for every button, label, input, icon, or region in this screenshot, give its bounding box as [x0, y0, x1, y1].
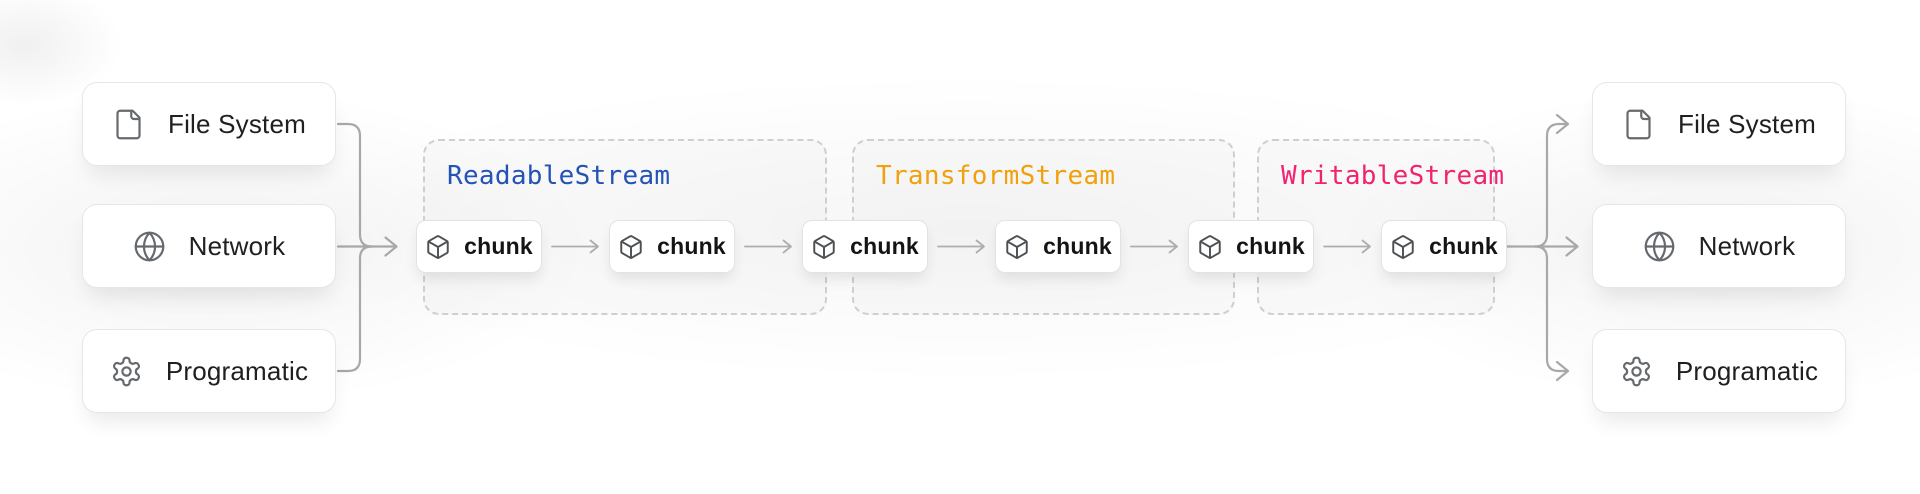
source-label: Network [188, 230, 286, 261]
destination-programatic: Programatic [1592, 329, 1846, 413]
source-label: Programatic [165, 355, 309, 386]
file-icon [112, 108, 145, 141]
cube-icon [1004, 234, 1030, 260]
chunk-label: chunk [1236, 233, 1305, 259]
source-network: Network [82, 204, 336, 288]
file-icon [1622, 108, 1655, 141]
arrowhead-icon [1555, 360, 1570, 382]
transform-stream-container: TransformStream [852, 139, 1235, 315]
destination-network: Network [1592, 204, 1846, 288]
source-merge-arrows [336, 122, 398, 373]
arrowhead-icon [1565, 236, 1579, 257]
chunk-box-1: chunk [416, 220, 542, 273]
chunk-box-5: chunk [1188, 220, 1314, 273]
writable-stream-label: WritableStream [1281, 161, 1505, 191]
cube-icon [425, 234, 451, 260]
gear-icon [110, 355, 143, 388]
readable-stream-label: ReadableStream [447, 161, 671, 191]
chunk-label: chunk [1043, 233, 1112, 259]
destination-split-arrows [1505, 113, 1579, 382]
source-programatic: Programatic [82, 329, 336, 413]
destination-label: File System [1677, 108, 1816, 139]
destination-label: Network [1698, 230, 1796, 261]
destination-label: Programatic [1675, 355, 1819, 386]
chunk-label: chunk [850, 233, 919, 259]
cube-icon [618, 234, 644, 260]
chunk-box-4: chunk [995, 220, 1121, 273]
cube-icon [1197, 234, 1223, 260]
destination-file-system: File System [1592, 82, 1846, 166]
gear-icon [1620, 355, 1653, 388]
source-file-system: File System [82, 82, 336, 166]
arrowhead-icon [384, 236, 398, 257]
chunk-box-2: chunk [609, 220, 735, 273]
arrowhead-icon [1555, 113, 1570, 135]
chunk-box-6: chunk [1381, 220, 1507, 273]
chunk-label: chunk [1429, 233, 1498, 259]
cube-icon [1390, 234, 1416, 260]
globe-icon [133, 230, 166, 263]
chunk-label: chunk [464, 233, 533, 259]
transform-stream-label: TransformStream [876, 161, 1116, 191]
source-label: File System [167, 108, 306, 139]
chunk-label: chunk [657, 233, 726, 259]
globe-icon [1643, 230, 1676, 263]
chunk-box-3: chunk [802, 220, 928, 273]
cube-icon [811, 234, 837, 260]
